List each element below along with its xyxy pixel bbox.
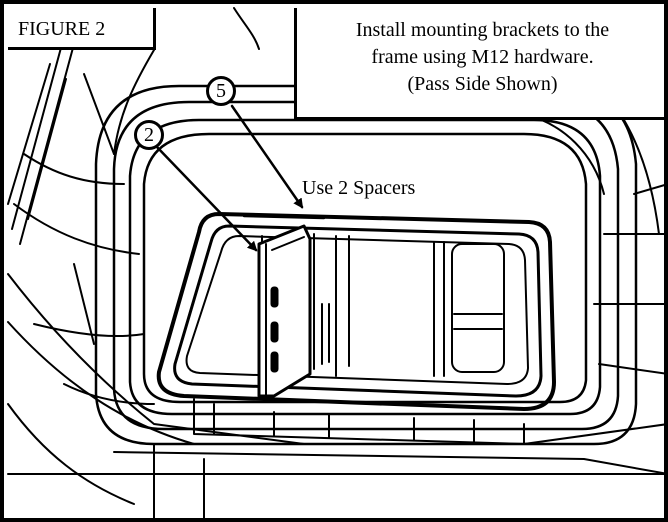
callout-5: 5 <box>206 76 236 106</box>
mounting-frame <box>156 212 556 411</box>
figure-label: FIGURE 2 <box>8 8 156 50</box>
left-rails <box>7 43 75 245</box>
spacer-area <box>242 214 326 220</box>
mounting-bracket <box>257 224 312 398</box>
sill-lines <box>7 398 664 518</box>
callout-2: 2 <box>134 120 164 150</box>
instruction-line-3: (Pass Side Shown) <box>407 73 558 95</box>
instruction-line-1: Install mounting brackets to the <box>355 19 610 41</box>
spacer-note: Use 2 Spacers <box>302 177 416 199</box>
mounting-bracket-line-drawing <box>7 7 664 518</box>
instruction-box: Install mounting brackets to the frame u… <box>294 8 664 120</box>
instruction-line-2: frame using M12 hardware. <box>371 46 594 68</box>
leader-arrows <box>154 104 304 252</box>
